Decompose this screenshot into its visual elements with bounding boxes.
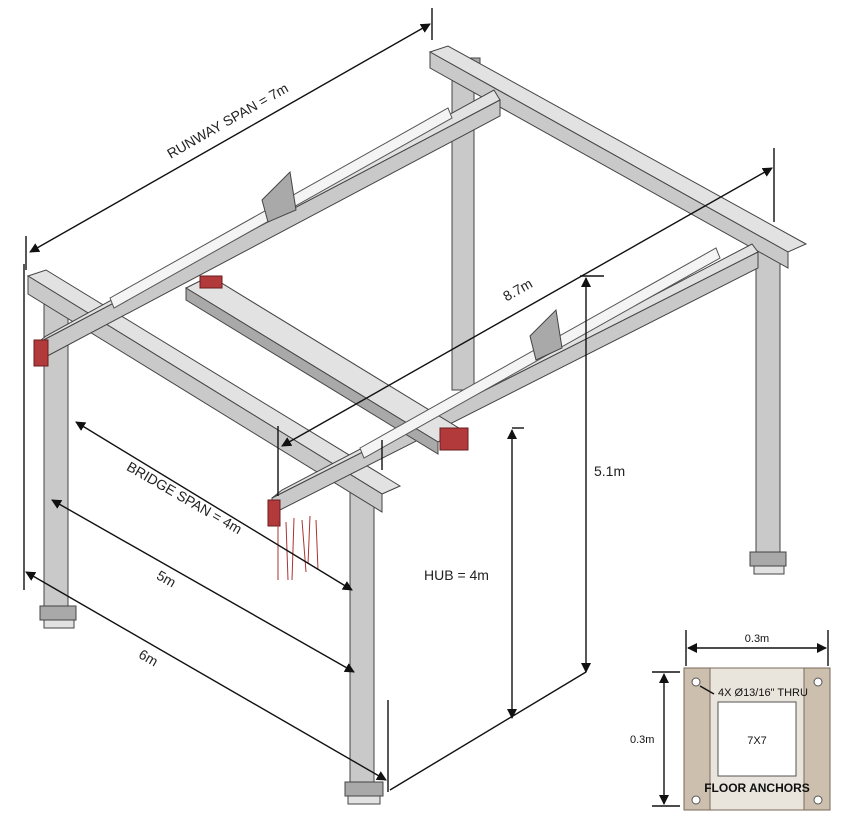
length-8-7-label: 8.7m xyxy=(500,275,535,304)
header-beam-right xyxy=(428,45,808,269)
dim-height-5-1: 5.1m xyxy=(580,275,625,673)
anchor-hole-icon xyxy=(691,795,701,805)
dim-hub: HUB = 4m xyxy=(424,427,524,719)
dim-6m: 6m xyxy=(23,264,389,792)
post-footprint xyxy=(717,701,797,777)
bridge-span-label: BRIDGE SPAN = 4m xyxy=(124,458,245,537)
column-front-right xyxy=(344,477,384,805)
bridge-end-truck-rear xyxy=(199,275,223,289)
bridge-end-truck xyxy=(439,427,469,451)
column-back-right xyxy=(749,243,787,575)
truss-left xyxy=(109,107,453,309)
runway-span-label: RUNWAY SPAN = 7m xyxy=(164,80,291,162)
anchor-hole-icon xyxy=(691,677,701,687)
height-5-1-label: 5.1m xyxy=(594,463,625,479)
anchor-hole-icon xyxy=(813,677,823,687)
truss-right xyxy=(359,247,721,459)
anchor-width-label: 0.3m xyxy=(745,633,769,645)
hub-label: HUB = 4m xyxy=(424,567,489,583)
length-6-label: 6m xyxy=(136,646,161,670)
anchor-height-label: 0.3m xyxy=(630,734,654,746)
anchor-hole-icon xyxy=(813,795,823,805)
post-size-label: 7X7 xyxy=(747,735,767,747)
end-stop-left xyxy=(33,339,49,367)
floor-anchors-title: FLOOR ANCHORS xyxy=(704,781,810,795)
floor-anchor-detail: 0.3m 0.3m 4X Ø13/16" THRU 7X7 FLOOR ANCH… xyxy=(630,630,831,811)
anchor-hole-label: 4X Ø13/16" THRU xyxy=(718,687,808,699)
dim-5m: 5m xyxy=(51,499,355,673)
